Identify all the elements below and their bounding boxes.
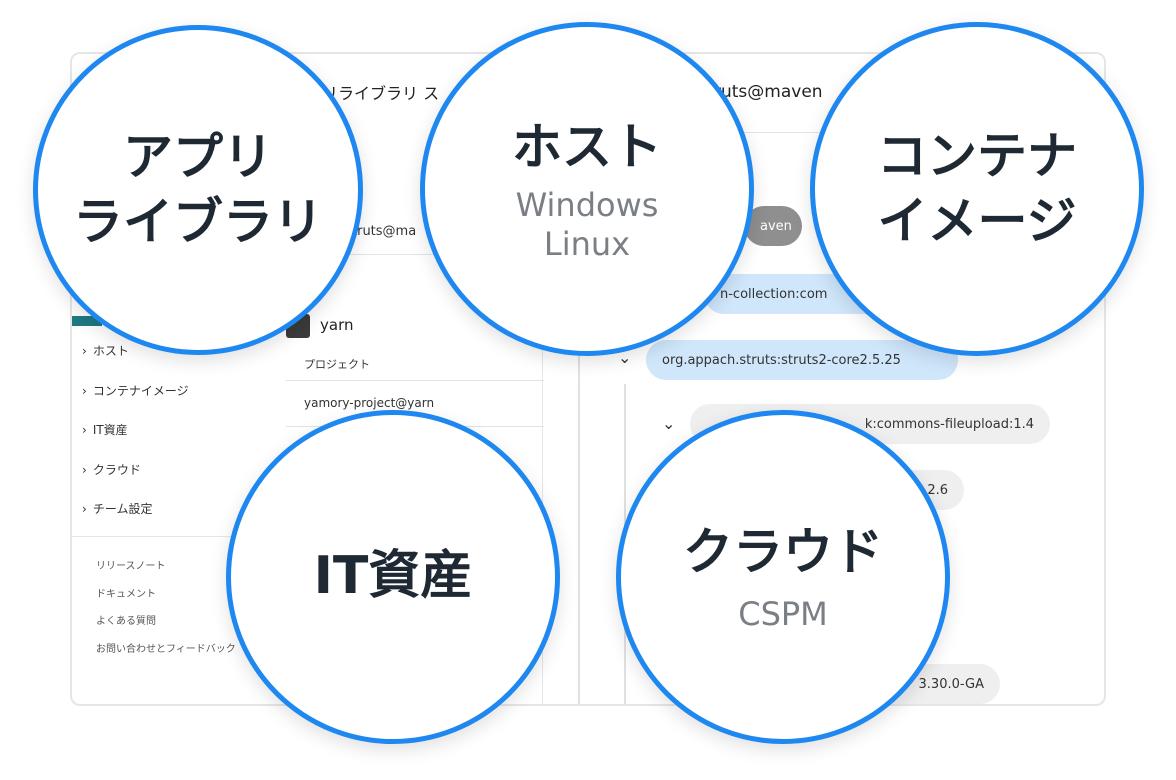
sidebar-item-container-image[interactable]: › コンテナイメージ	[82, 382, 189, 399]
circle-title: コンテナ	[877, 127, 1077, 185]
sidebar-item-label: クラウド	[92, 463, 141, 477]
circle-title: クラウド	[683, 523, 883, 582]
sidebar-divider	[72, 536, 286, 537]
sidebar-item-cloud[interactable]: › クラウド	[82, 461, 141, 478]
maven-tag[interactable]: aven	[744, 206, 802, 246]
chevron-right-icon: ›	[82, 422, 87, 437]
tree-line	[578, 314, 580, 704]
circle-title: IT資産	[313, 546, 473, 607]
dependency-tree-title: ruts@maven	[714, 82, 823, 102]
chevron-down-icon[interactable]: ⌄	[618, 348, 632, 367]
sidebar-brand-strip	[72, 316, 102, 326]
circle-it-assets: IT資産	[226, 410, 560, 744]
circle-subtitle: Linux	[543, 224, 631, 263]
dependency-tree-column: ruts@maven aven n-collection:com ⌄ org.a…	[544, 54, 1104, 704]
library-column-title: リライブラリ ス	[322, 84, 440, 103]
sidebar-item-label: コンテナイメージ	[92, 384, 189, 398]
circle-host: ホスト Windows Linux	[420, 22, 754, 356]
circle-container-image: コンテナ イメージ	[810, 22, 1144, 356]
circle-title: ホスト	[512, 118, 662, 177]
chevron-right-icon: ›	[82, 343, 87, 358]
circle-title: ライブラリ	[73, 193, 323, 251]
circle-cloud: クラウド CSPM	[616, 410, 950, 744]
divider	[286, 254, 544, 255]
project-label: プロジェクト	[304, 358, 370, 371]
circle-subtitle: CSPM	[738, 595, 828, 634]
dependency-pill-struts-core[interactable]: org.appach.struts:struts2-core2.5.25	[646, 340, 958, 380]
divider	[286, 380, 544, 381]
chevron-down-icon[interactable]: ⌄	[662, 414, 676, 433]
chevron-right-icon: ›	[82, 462, 87, 477]
library-package-name[interactable]: truts@ma	[352, 224, 417, 239]
column-separator	[542, 54, 543, 704]
yarn-label: yarn	[320, 316, 354, 334]
footer-link-contact[interactable]: お問い合わせとフィードバック	[96, 644, 236, 655]
footer-link-docs[interactable]: ドキュメント	[96, 589, 156, 600]
sidebar-item-label: IT資産	[92, 423, 128, 437]
sidebar: › ホスト › コンテナイメージ › IT資産 › クラウド › チーム設定 リ…	[72, 54, 286, 704]
sidebar-item-label: チーム設定	[92, 502, 153, 516]
chevron-right-icon: ›	[82, 383, 87, 398]
chevron-right-icon: ›	[82, 501, 87, 516]
sidebar-item-label: ホスト	[92, 344, 129, 358]
footer-link-faq[interactable]: よくある質問	[96, 616, 156, 627]
circle-title: イメージ	[877, 192, 1077, 250]
sidebar-item-it-assets[interactable]: › IT資産	[82, 421, 128, 438]
circle-subtitle: Windows	[515, 186, 659, 225]
circle-title: アプリ	[123, 128, 273, 186]
circle-app-library: アプリ ライブラリ	[33, 25, 363, 355]
sidebar-item-team-settings[interactable]: › チーム設定	[82, 500, 152, 517]
project-value[interactable]: yamory-project@yarn	[304, 396, 435, 410]
footer-link-release-notes[interactable]: リリースノート	[96, 561, 166, 572]
sidebar-item-host[interactable]: › ホスト	[82, 342, 129, 359]
